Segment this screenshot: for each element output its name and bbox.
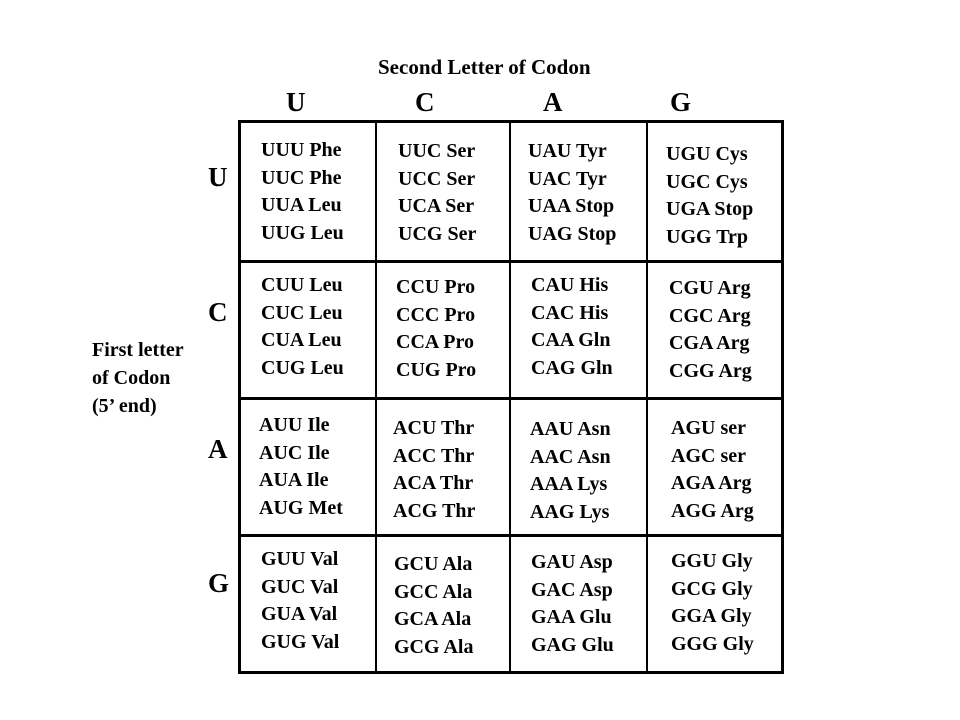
codon-entry: ACG Thr — [393, 499, 476, 522]
codon-cell-ac: ACU Thr ACC Thr ACA Thr ACG Thr — [393, 415, 475, 525]
codon-entry: UUA Leu — [261, 194, 342, 216]
codon-entry: GAU Asp — [531, 551, 613, 573]
second-letter-u: U — [286, 87, 306, 117]
first-letter-a: A — [208, 434, 228, 464]
codon-entry: AAU Asn — [530, 418, 611, 440]
codon-entry: ACU Thr — [393, 417, 475, 439]
codon-entry: AUC Ile — [259, 441, 330, 464]
codon-entry: GAA Glu — [531, 606, 612, 628]
codon-entry: UAA Stop — [528, 195, 615, 217]
grid-divider-horizontal — [241, 260, 781, 263]
codon-entry: AGC ser — [671, 444, 746, 467]
codon-entry: UCC Ser — [398, 167, 476, 190]
codon-entry: UCA Ser — [398, 195, 475, 217]
codon-cell-cu: CUU Leu CUC Leu CUA Leu CUG Leu — [261, 272, 344, 382]
codon-cell-au: AUU Ile AUC Ile AUA Ile AUG Met — [259, 412, 343, 522]
codon-entry: UAU Tyr — [528, 140, 607, 162]
side-label-line-3: (5’ end) — [92, 395, 157, 417]
side-label-line-2: of Codon — [92, 367, 171, 389]
codon-entry: GUU Val — [261, 548, 339, 570]
first-letter-u: U — [208, 162, 228, 192]
codon-entry: UGA Stop — [666, 198, 754, 220]
codon-entry: CUC Leu — [261, 301, 343, 324]
codon-entry: AGA Arg — [671, 472, 752, 494]
codon-entry: UUC Phe — [261, 166, 342, 189]
first-letter-c: C — [208, 297, 228, 327]
codon-entry: GGU Gly — [671, 550, 753, 572]
codon-cell-ua: UAU Tyr UAC Tyr UAA Stop UAG Stop — [528, 138, 616, 248]
codon-cell-ca: CAU His CAC His CAA Gln CAG Gln — [531, 272, 613, 382]
codon-entry: AAA Lys — [530, 473, 608, 495]
codon-entry: UUG Leu — [261, 221, 344, 244]
codon-entry: CCU Pro — [396, 276, 476, 298]
codon-entry: UGG Trp — [666, 225, 749, 248]
codon-entry: GGA Gly — [671, 605, 752, 627]
codon-entry: GCU Ala — [394, 553, 473, 575]
codon-entry: UCG Ser — [398, 222, 477, 245]
grid-divider-horizontal — [241, 397, 781, 400]
codon-entry: CGC Arg — [669, 304, 751, 327]
codon-entry: CCA Pro — [396, 331, 474, 353]
codon-entry: CCC Pro — [396, 303, 476, 326]
codon-entry: CAU His — [531, 274, 609, 296]
codon-cell-gg: GGU Gly GCG Gly GGA Gly GGG Gly — [671, 548, 754, 658]
codon-entry: UAG Stop — [528, 222, 617, 245]
codon-entry: UGC Cys — [666, 170, 748, 193]
codon-cell-uu: UUU Phe UUC Phe UUA Leu UUG Leu — [261, 137, 344, 247]
codon-entry: ACA Thr — [393, 472, 474, 494]
second-letter-c: C — [415, 87, 435, 117]
codon-entry: UGU Cys — [666, 143, 748, 165]
grid-divider-horizontal — [241, 534, 781, 537]
codon-entry: CUU Leu — [261, 274, 343, 296]
codon-entry: AGU ser — [671, 417, 746, 439]
codon-entry: AAC Asn — [530, 445, 611, 468]
codon-entry: AUA Ile — [259, 469, 329, 491]
codon-cell-ag: AGU ser AGC ser AGA Arg AGG Arg — [671, 415, 754, 525]
codon-entry: AAG Lys — [530, 500, 610, 523]
codon-entry: GAC Asp — [531, 578, 613, 601]
codon-cell-gc: GCU Ala GCC Ala GCA Ala GCG Ala — [394, 551, 473, 661]
codon-entry: GUA Val — [261, 603, 338, 625]
codon-entry: CGA Arg — [669, 332, 750, 354]
codon-cell-cc: CCU Pro CCC Pro CCA Pro CUG Pro — [396, 274, 476, 384]
codon-entry: GUC Val — [261, 575, 339, 598]
codon-entry: CUG Pro — [396, 358, 477, 381]
codon-entry: UUC Ser — [398, 140, 476, 162]
codon-entry: UAC Tyr — [528, 167, 607, 190]
first-letter-axis-label: First letter of Codon (5’ end) — [92, 336, 184, 420]
codon-entry: AGG Arg — [671, 499, 754, 522]
codon-cell-cg: CGU Arg CGC Arg CGA Arg CGG Arg — [669, 275, 752, 385]
codon-entry: CAA Gln — [531, 329, 611, 351]
first-letter-g: G — [208, 568, 230, 598]
codon-entry: GCA Ala — [394, 608, 472, 630]
codon-entry: AUG Met — [259, 496, 343, 519]
codon-cell-ug: UGU Cys UGC Cys UGA Stop UGG Trp — [666, 141, 753, 251]
codon-entry: CAC His — [531, 301, 609, 324]
codon-cell-ga: GAU Asp GAC Asp GAA Glu GAG Glu — [531, 549, 614, 659]
codon-entry: GCG Ala — [394, 635, 474, 658]
second-letter-a: A — [543, 87, 563, 117]
codon-table-grid: UUU Phe UUC Phe UUA Leu UUG Leu UUC Ser … — [238, 120, 784, 674]
side-label-line-1: First letter — [92, 339, 184, 361]
codon-entry: ACC Thr — [393, 444, 475, 467]
diagram-title: Second Letter of Codon — [378, 55, 591, 79]
second-letter-g: G — [670, 87, 692, 117]
codon-entry: CGG Arg — [669, 359, 752, 382]
codon-entry: AUU Ile — [259, 414, 330, 436]
codon-entry: CGU Arg — [669, 277, 751, 299]
codon-entry: GAG Glu — [531, 633, 614, 656]
codon-entry: GCC Ala — [394, 580, 473, 603]
codon-entry: GGG Gly — [671, 632, 754, 655]
codon-cell-uc: UUC Ser UCC Ser UCA Ser UCG Ser — [398, 138, 476, 248]
codon-entry: GUG Val — [261, 630, 340, 653]
codon-entry: CUA Leu — [261, 329, 342, 351]
codon-cell-gu: GUU Val GUC Val GUA Val GUG Val — [261, 546, 339, 656]
codon-entry: CUG Leu — [261, 356, 344, 379]
codon-cell-aa: AAU Asn AAC Asn AAA Lys AAG Lys — [530, 416, 611, 526]
codon-entry: UUU Phe — [261, 139, 342, 161]
codon-entry: CAG Gln — [531, 356, 613, 379]
codon-entry: GCG Gly — [671, 577, 753, 600]
